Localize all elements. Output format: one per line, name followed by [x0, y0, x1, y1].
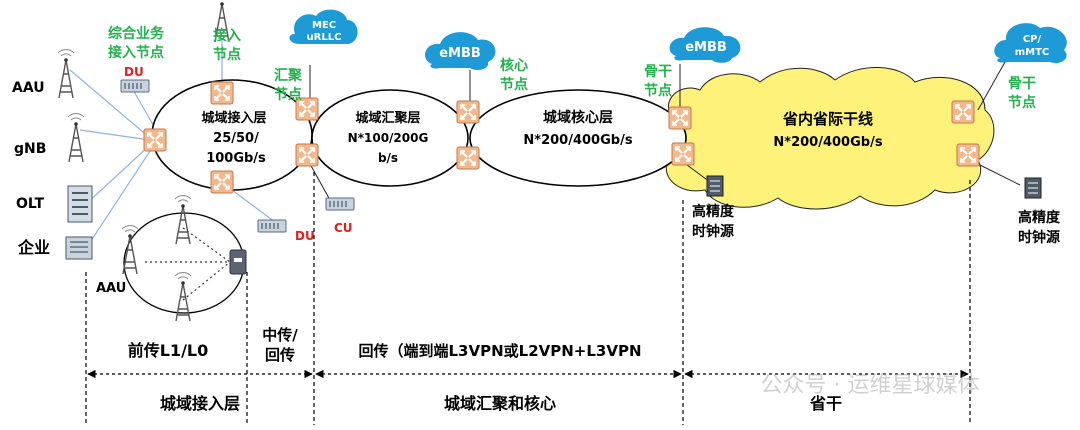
access-links — [69, 40, 276, 251]
core-node-label-line1: 核心 — [500, 57, 528, 74]
aggregation-layer-speed-line2: b/s — [378, 151, 398, 165]
cu-device-icon — [325, 197, 355, 211]
olt-label: OLT — [16, 196, 45, 212]
midhaul-label-line2: 回传 — [265, 346, 295, 364]
gnb-antenna-icon — [67, 112, 85, 163]
aau-ring-dotted-links — [145, 227, 231, 301]
cp-cloud-label-line2: mMTC — [1015, 47, 1050, 58]
embb-backbone-cloud-icon — [669, 27, 741, 63]
clock-source-2-icon — [1024, 177, 1042, 199]
backbone-layer-title: 省内省际干线 — [782, 110, 873, 128]
backbone-router-3-icon — [950, 99, 976, 125]
core-router-bottom-icon — [455, 145, 481, 171]
aggregation-node-label-line2: 节点 — [274, 86, 302, 103]
du-top-label: DU — [124, 65, 144, 79]
backbone-router-1-icon — [667, 105, 693, 131]
aggregation-layer-speed-line1: N*100/200G — [348, 131, 429, 145]
gnb-label: gNB — [14, 141, 46, 157]
backbone-node-1-label-line2: 节点 — [644, 82, 672, 99]
ring-hub-device-icon — [229, 249, 247, 275]
segment-access-label: 城域接入层 — [160, 394, 240, 413]
cp-cloud-label-line1: CP/ — [1023, 34, 1042, 45]
access-router-bottom-icon — [209, 169, 235, 195]
mec-cloud-icon — [289, 9, 358, 44]
enterprise-building-icon — [65, 236, 93, 260]
aggregation-node-label-line1: 汇聚 — [274, 68, 303, 84]
embb-core-cloud-icon — [425, 32, 496, 70]
core-layer-speed: N*200/400Gb/s — [523, 133, 632, 148]
watermark-text: 公众号 · 运维星球媒体 — [761, 373, 980, 398]
aggregation-router-bottom-icon — [294, 142, 320, 168]
enterprise-label: 企业 — [17, 238, 50, 257]
aggregation-layer-ellipse — [311, 89, 469, 187]
core-layer-title: 城域核心层 — [543, 109, 613, 126]
core-layer-ellipse — [469, 89, 687, 187]
olt-device-icon — [67, 185, 93, 223]
access-layer-speed-line1: 25/50/ — [213, 131, 259, 146]
section-dividers — [85, 172, 971, 425]
segment-aggregation-core-label: 城域汇聚和核心 — [444, 394, 556, 413]
aau-ring-label: AAU — [96, 281, 126, 296]
midhaul-label-line1: 中传/ — [262, 326, 298, 344]
access-layer-title: 城域接入层 — [201, 110, 266, 126]
clock-1-label-line1: 高精度 — [692, 203, 735, 220]
backbone-node-2-label-line1: 骨干 — [1008, 75, 1036, 92]
integrated-access-node-label-line2: 接入节点 — [108, 44, 164, 61]
backbone-router-2-icon — [670, 141, 696, 167]
backbone-node-2-label-line2: 节点 — [1008, 94, 1036, 111]
mec-cloud-label-line2: uRLLC — [307, 32, 342, 43]
du-bottom-label: DU — [295, 229, 315, 243]
aau-label: AAU — [12, 80, 45, 96]
access-router-top-icon — [209, 80, 235, 106]
core-router-top-icon — [455, 99, 481, 125]
backbone-node-1-label-line1: 骨干 — [644, 63, 672, 80]
access-node-label-line1: 接入 — [213, 27, 241, 44]
clock-2-label-line2: 时钟源 — [1018, 229, 1060, 246]
mec-cloud-label-line1: MEC — [312, 20, 336, 31]
clock-source-1-icon — [706, 175, 724, 197]
clock-1-label-line2: 时钟源 — [692, 223, 734, 240]
integrated-access-node-label-line1: 综合业务 — [108, 25, 165, 42]
integrated-access-router-icon — [142, 127, 168, 153]
core-node-label-line2: 节点 — [500, 76, 528, 93]
aggregation-layer-title: 城域汇聚层 — [355, 110, 420, 126]
clock-2-label-line1: 高精度 — [1018, 209, 1061, 226]
backbone-router-4-icon — [955, 142, 981, 168]
embb-core-cloud-label: eMBB — [439, 46, 481, 61]
aau-antenna-icon — [57, 48, 75, 99]
fronthaul-label: 前传L1/L0 — [128, 341, 209, 360]
backhaul-label: 回传（端到端L3VPN或L2VPN+L3VPN — [358, 342, 641, 360]
cp-cloud-icon — [994, 23, 1067, 64]
cu-label: CU — [334, 221, 353, 235]
access-layer-speed-line2: 100Gb/s — [206, 151, 266, 166]
embb-backbone-cloud-label: eMBB — [685, 40, 727, 55]
backbone-layer-speed: N*200/400Gb/s — [773, 135, 882, 150]
segment-backbone-label: 省干 — [809, 394, 842, 413]
access-node-label-line2: 节点 — [213, 46, 241, 63]
du-top-device-icon — [120, 79, 150, 93]
du-bottom-device-icon — [257, 219, 287, 233]
